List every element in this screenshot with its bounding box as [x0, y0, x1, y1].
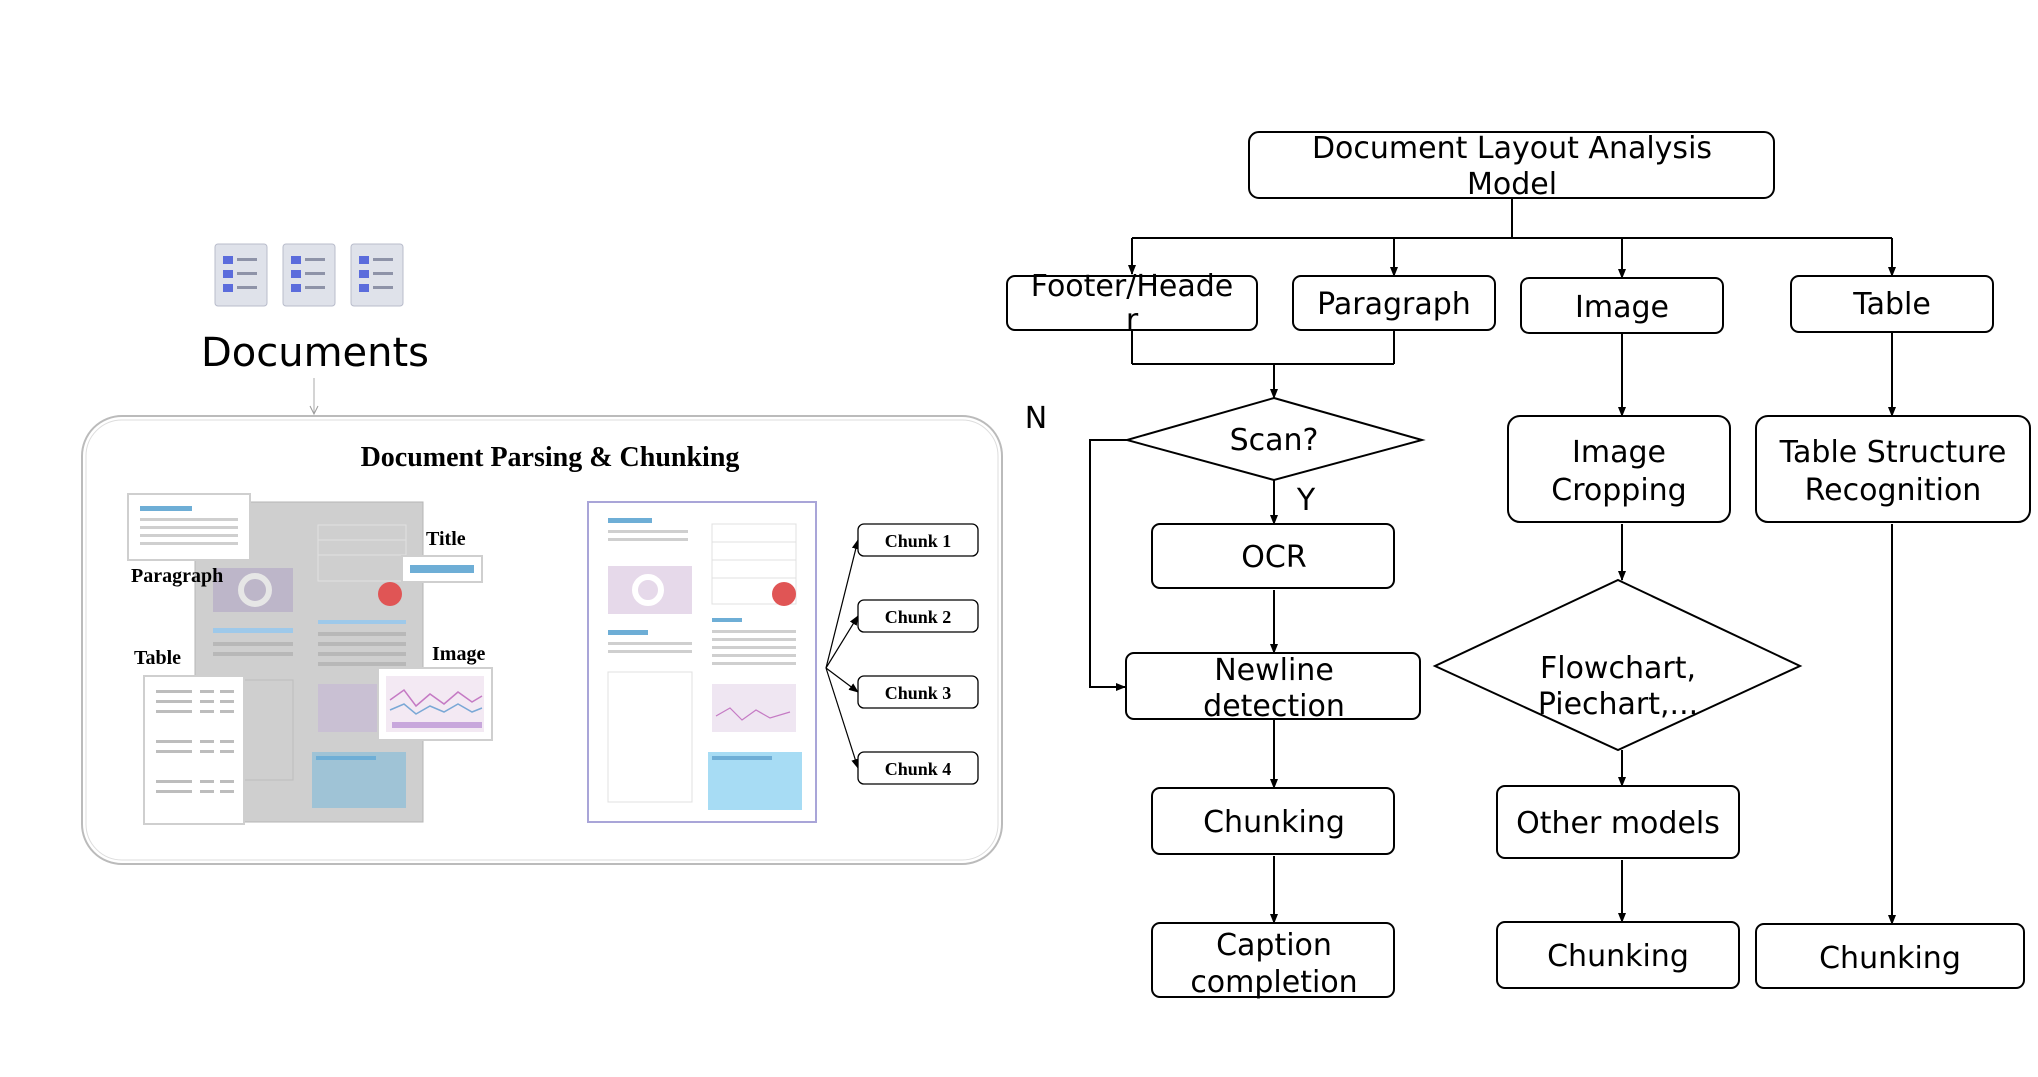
other-models-box: Other models: [1496, 785, 1740, 859]
image-region-label: Image: [432, 643, 485, 665]
footer-header-line2: r: [1126, 303, 1139, 338]
flowchart-decision-line2: Piechart,...: [1538, 687, 1698, 722]
caption-line2: completion: [1190, 965, 1357, 1000]
image-label: Image: [1575, 290, 1669, 325]
newline-detection-box: Newline detection: [1125, 652, 1421, 724]
layout-analysis-model-line2: Model: [1467, 167, 1557, 202]
caption-line1: Caption: [1216, 928, 1332, 963]
table-structure-line2: Recognition: [1805, 473, 1982, 508]
paragraph-label: Paragraph: [1317, 287, 1471, 322]
title-card: [401, 555, 483, 583]
parsed-page: [587, 501, 817, 823]
footer-header-box: Footer/Heade r: [1006, 269, 1258, 338]
chunk-box-1: Chunk 1: [857, 523, 979, 557]
chunk-label: Chunk 2: [885, 607, 952, 627]
chunking-image-label: Chunking: [1547, 939, 1689, 974]
documents-label: Documents: [201, 330, 429, 376]
ocr-label: OCR: [1241, 540, 1306, 575]
chunk-label: Chunk 1: [885, 531, 952, 551]
document-icon: [350, 243, 404, 307]
chunk-label: Chunk 3: [885, 683, 952, 703]
chunk-box-3: Chunk 3: [857, 675, 979, 709]
documents-icon-group: [214, 243, 404, 307]
table-label: Table: [1852, 287, 1931, 322]
newline-line1: Newline: [1214, 653, 1334, 688]
layout-analysis-model-line1: Document Layout Analysis: [1312, 131, 1712, 166]
yes-label: Y: [1296, 483, 1316, 518]
chunking-image-box: Chunking: [1496, 921, 1740, 989]
ocr-box: OCR: [1151, 523, 1395, 589]
other-models-label: Other models: [1516, 806, 1720, 841]
no-label: N: [1025, 401, 1047, 436]
chunk-box-2: Chunk 2: [857, 599, 979, 633]
chunking-text-label: Chunking: [1203, 805, 1345, 840]
newline-line2: detection: [1203, 689, 1345, 724]
footer-header-line1: Footer/Heade: [1031, 269, 1233, 304]
chunking-table-box: Chunking: [1755, 923, 2025, 989]
table-box: Table: [1790, 275, 1994, 333]
image-card: [377, 667, 493, 741]
chunk-box-4: Chunk 4: [857, 751, 979, 785]
chunk-label: Chunk 4: [885, 759, 952, 779]
scan-decision: Scan?: [1123, 396, 1426, 482]
document-icon: [214, 243, 268, 307]
table-card: [143, 675, 245, 825]
chunk-connectors: [825, 539, 860, 769]
document-icon: [282, 243, 336, 307]
table-structure-line1: Table Structure: [1779, 435, 2007, 470]
chunking-table-label: Chunking: [1819, 941, 1961, 976]
paragraph-card: [127, 493, 251, 561]
caption-completion-box: Caption completion: [1151, 922, 1395, 1000]
paragraph-box: Paragraph: [1292, 275, 1496, 331]
scan-label: Scan?: [1230, 423, 1319, 458]
flow-connectors: [1089, 198, 1896, 925]
image-cropping-box: Image Cropping: [1507, 415, 1731, 523]
layout-analysis-model-box: Document Layout Analysis Model: [1248, 131, 1775, 202]
table-structure-recognition-box: Table Structure Recognition: [1755, 415, 2031, 523]
panel-title: Document Parsing & Chunking: [361, 442, 740, 473]
flowchart-piechart-decision: Flowchart, Piechart,...: [1432, 578, 1803, 752]
paragraph-region-label: Paragraph: [131, 565, 223, 587]
chunking-text-box: Chunking: [1151, 787, 1395, 855]
table-region-label: Table: [134, 647, 181, 669]
image-cropping-line2: Cropping: [1551, 473, 1686, 508]
title-region-label: Title: [426, 528, 466, 550]
image-cropping-line1: Image: [1572, 435, 1666, 470]
image-box: Image: [1520, 277, 1724, 334]
flowchart-decision-line1: Flowchart,: [1540, 651, 1696, 686]
